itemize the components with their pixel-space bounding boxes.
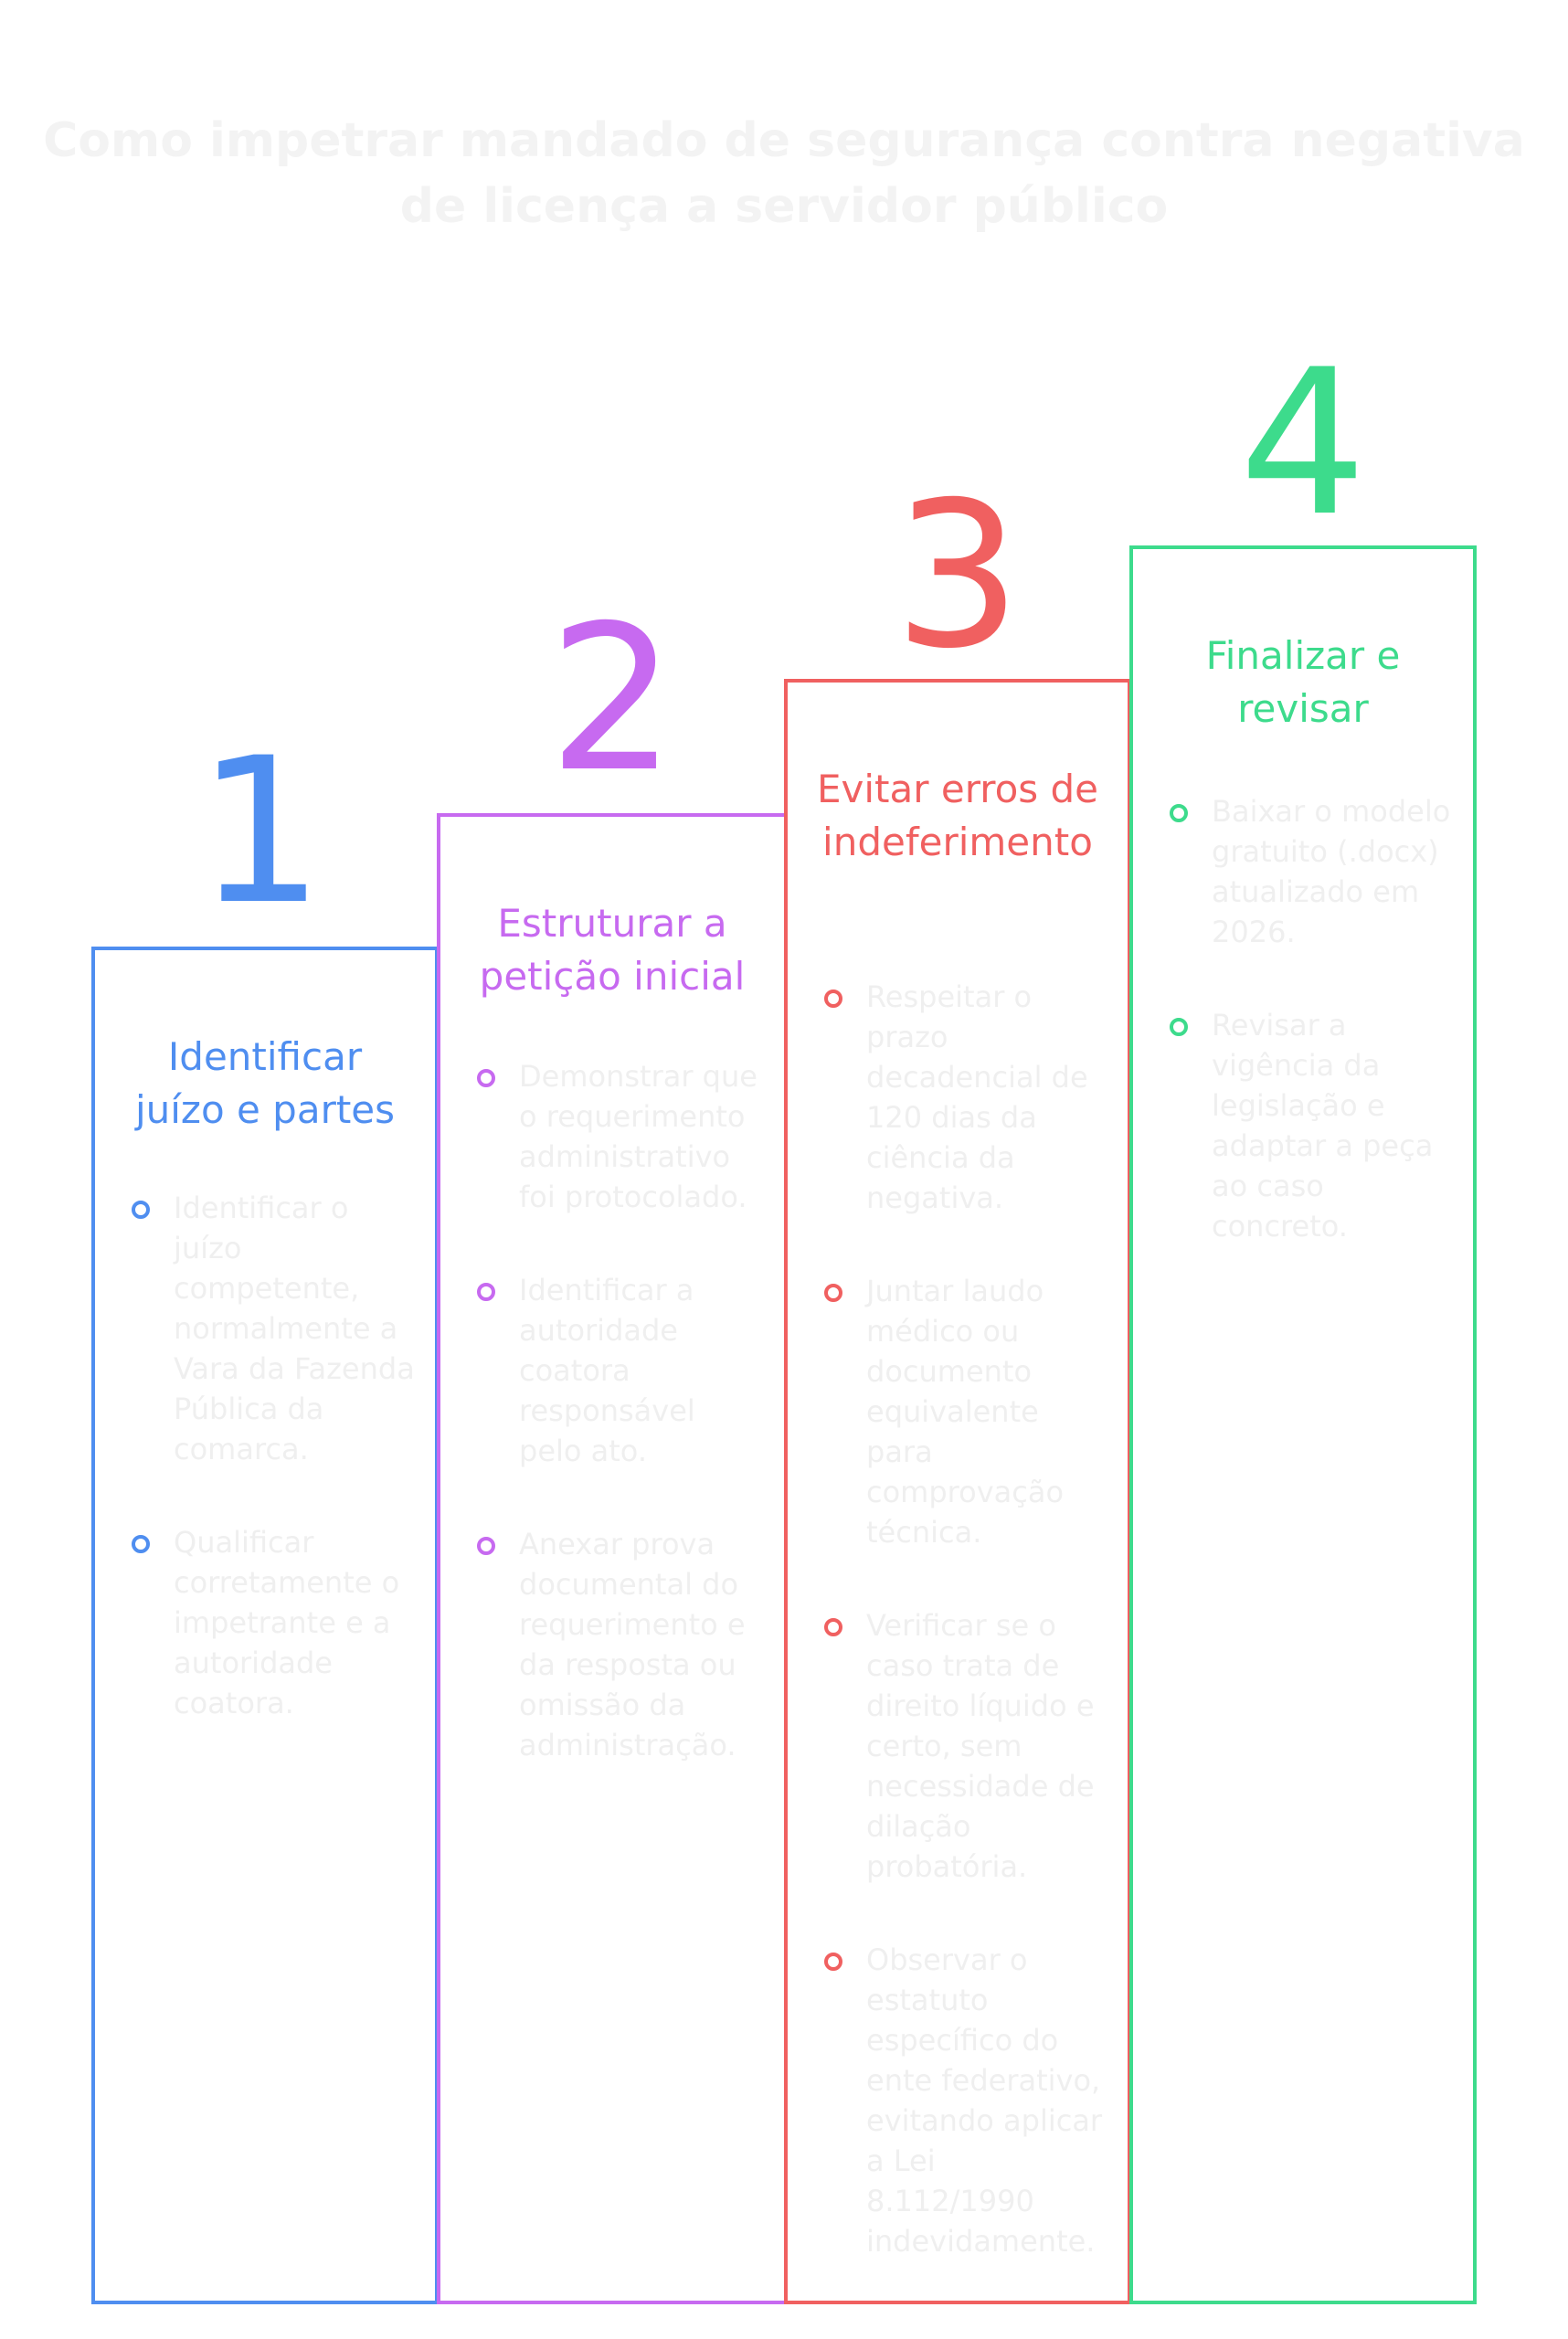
step-1-box: Identificar juízo e partes Identificar o…: [91, 947, 439, 2304]
step-4-bullet-item: Baixar o modelo gratuito (.docx) atualiz…: [1170, 791, 1455, 952]
bullet-circle-icon: [824, 1284, 842, 1302]
bullet-circle-icon: [477, 1069, 495, 1087]
step-1-bullet-text: Identificar o juízo competente, normalme…: [174, 1191, 415, 1466]
step-4-bullet-text: Baixar o modelo gratuito (.docx) atualiz…: [1212, 794, 1451, 949]
step-4-heading: Finalizar e revisar: [1205, 633, 1401, 731]
bullet-circle-icon: [477, 1537, 495, 1555]
step-1-bullet-list: Identificar o juízo competente, normalme…: [132, 1188, 418, 1776]
step-4-bullet-item: Revisar a vigência da legislação e adapt…: [1170, 1005, 1455, 1246]
step-1-number: 1: [196, 714, 324, 948]
step-3-bullet-text: Juntar laudo médico ou documento equival…: [866, 1274, 1065, 1550]
step-3-bullet-text: Observar o estatuto específico do ente f…: [866, 1942, 1103, 2259]
step-1-bullet-text: Qualificar corretamente o impetrante e a…: [174, 1525, 400, 1720]
step-3-bullet-text: Verificar se o caso trata de direito líq…: [866, 1608, 1095, 1884]
step-1-bullet-item: Identificar o juízo competente, normalme…: [132, 1188, 418, 1469]
step-2-box: Estruturar a petição inicial Demonstrar …: [437, 813, 788, 2304]
bullet-circle-icon: [477, 1283, 495, 1301]
step-2-bullet-item: Demonstrar que o requerimento administra…: [477, 1056, 766, 1217]
step-2-heading: Estruturar a petição inicial: [479, 901, 746, 999]
bullet-circle-icon: [132, 1201, 150, 1219]
step-2-bullet-text: Anexar prova documental do requerimento …: [519, 1527, 746, 1762]
step-2-bullet-text: Identificar a autoridade coatora respons…: [519, 1273, 695, 1468]
bullet-circle-icon: [132, 1535, 150, 1553]
step-2-bullet-item: Identificar a autoridade coatora respons…: [477, 1270, 766, 1471]
step-3-heading: Evitar erros de indeferimento: [816, 767, 1099, 864]
step-2-bullet-list: Demonstrar que o requerimento administra…: [477, 1056, 766, 1818]
bullet-circle-icon: [824, 1953, 842, 1971]
bullet-circle-icon: [824, 990, 842, 1008]
step-2-bullet-item: Anexar prova documental do requerimento …: [477, 1524, 766, 1765]
bullet-circle-icon: [824, 1618, 842, 1636]
step-3-bullet-item: Juntar laudo médico ou documento equival…: [824, 1271, 1109, 1552]
step-3-bullet-text: Respeitar o prazo decadencial de 120 dia…: [866, 979, 1088, 1215]
step-4-number: 4: [1239, 326, 1367, 560]
step-2-number: 2: [548, 582, 676, 816]
step-2-bullet-text: Demonstrar que o requerimento administra…: [519, 1059, 758, 1214]
step-1-bullet-item: Qualificar corretamente o impetrante e a…: [132, 1522, 418, 1723]
bullet-circle-icon: [1170, 804, 1188, 822]
step-3-number: 3: [894, 459, 1022, 693]
step-4-bullet-list: Baixar o modelo gratuito (.docx) atualiz…: [1170, 791, 1455, 1299]
step-3-bullet-item: Respeitar o prazo decadencial de 120 dia…: [824, 977, 1109, 1218]
step-3-bullet-item: Observar o estatuto específico do ente f…: [824, 1940, 1109, 2261]
step-1-heading: Identificar juízo e partes: [134, 1034, 396, 1132]
step-3-bullet-list: Respeitar o prazo decadencial de 120 dia…: [824, 977, 1109, 2314]
step-3-bullet-item: Verificar se o caso trata de direito líq…: [824, 1605, 1109, 1887]
page-title: Como impetrar mandado de segurança contr…: [43, 113, 1525, 234]
bullet-circle-icon: [1170, 1018, 1188, 1036]
step-4-bullet-text: Revisar a vigência da legislação e adapt…: [1212, 1008, 1434, 1244]
step-4-box: Finalizar e revisar Baixar o modelo grat…: [1129, 545, 1477, 2304]
step-3-box: Evitar erros de indeferimento Respeitar …: [784, 679, 1131, 2304]
